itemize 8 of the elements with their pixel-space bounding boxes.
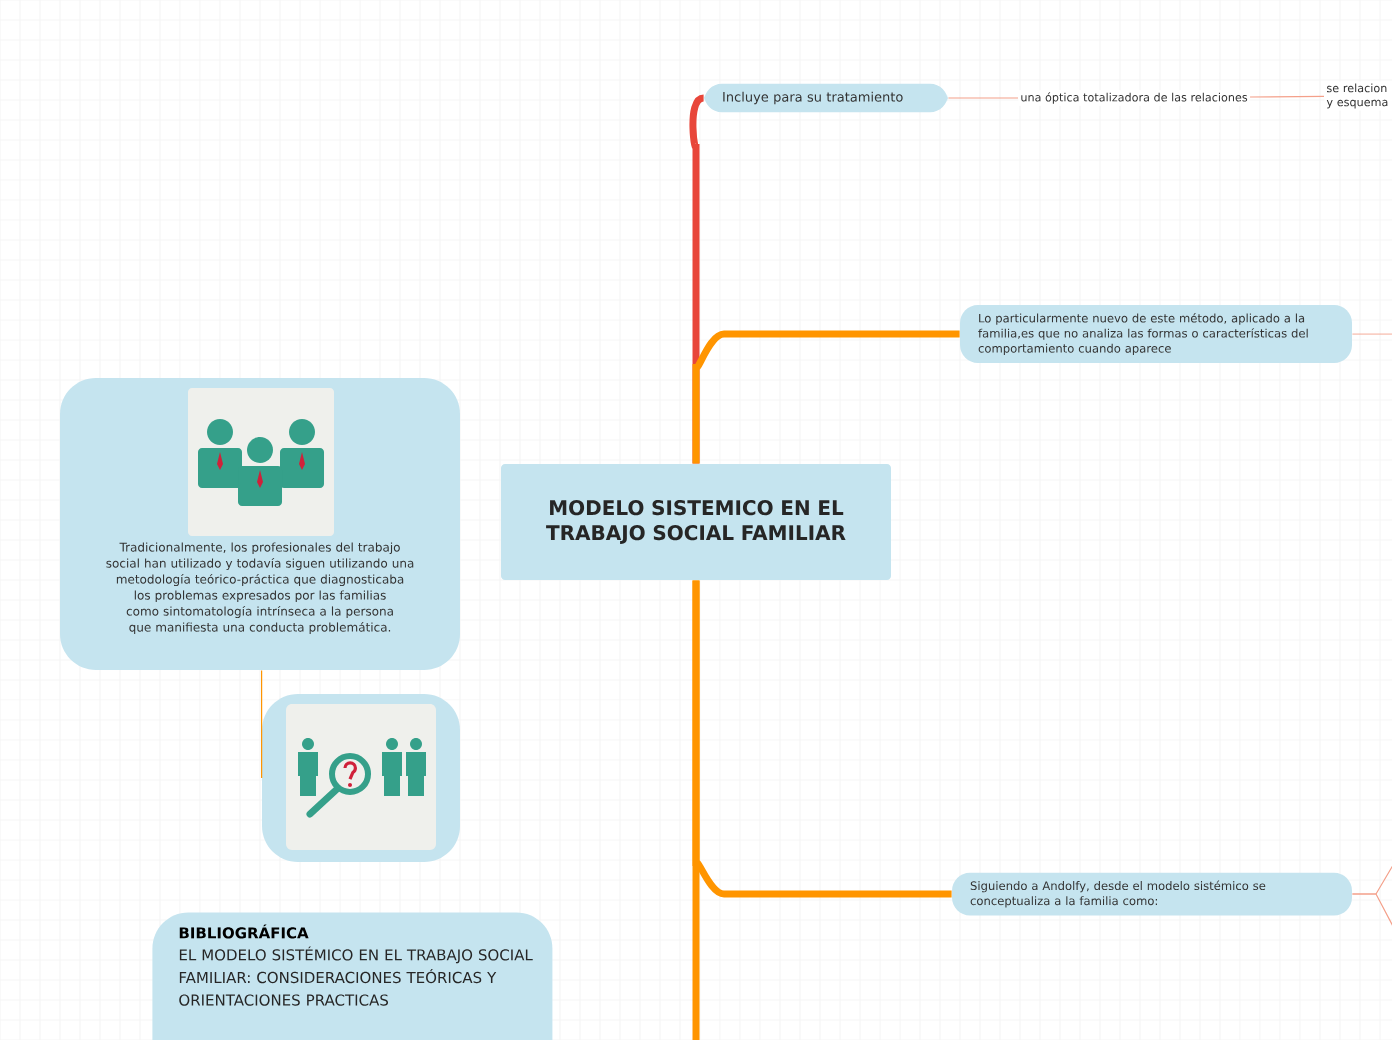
- connector: [1249, 95, 1325, 98]
- picture: [262, 694, 460, 862]
- topic-box: MODELO SISTEMICO EN EL TRABAJO SOCIAL FAMILIAR: [501, 464, 891, 580]
- connector: [261, 669, 263, 779]
- connector: [692, 580, 700, 1040]
- connector: [692, 330, 960, 464]
- connector: [947, 97, 1019, 99]
- connector: [1351, 333, 1392, 335]
